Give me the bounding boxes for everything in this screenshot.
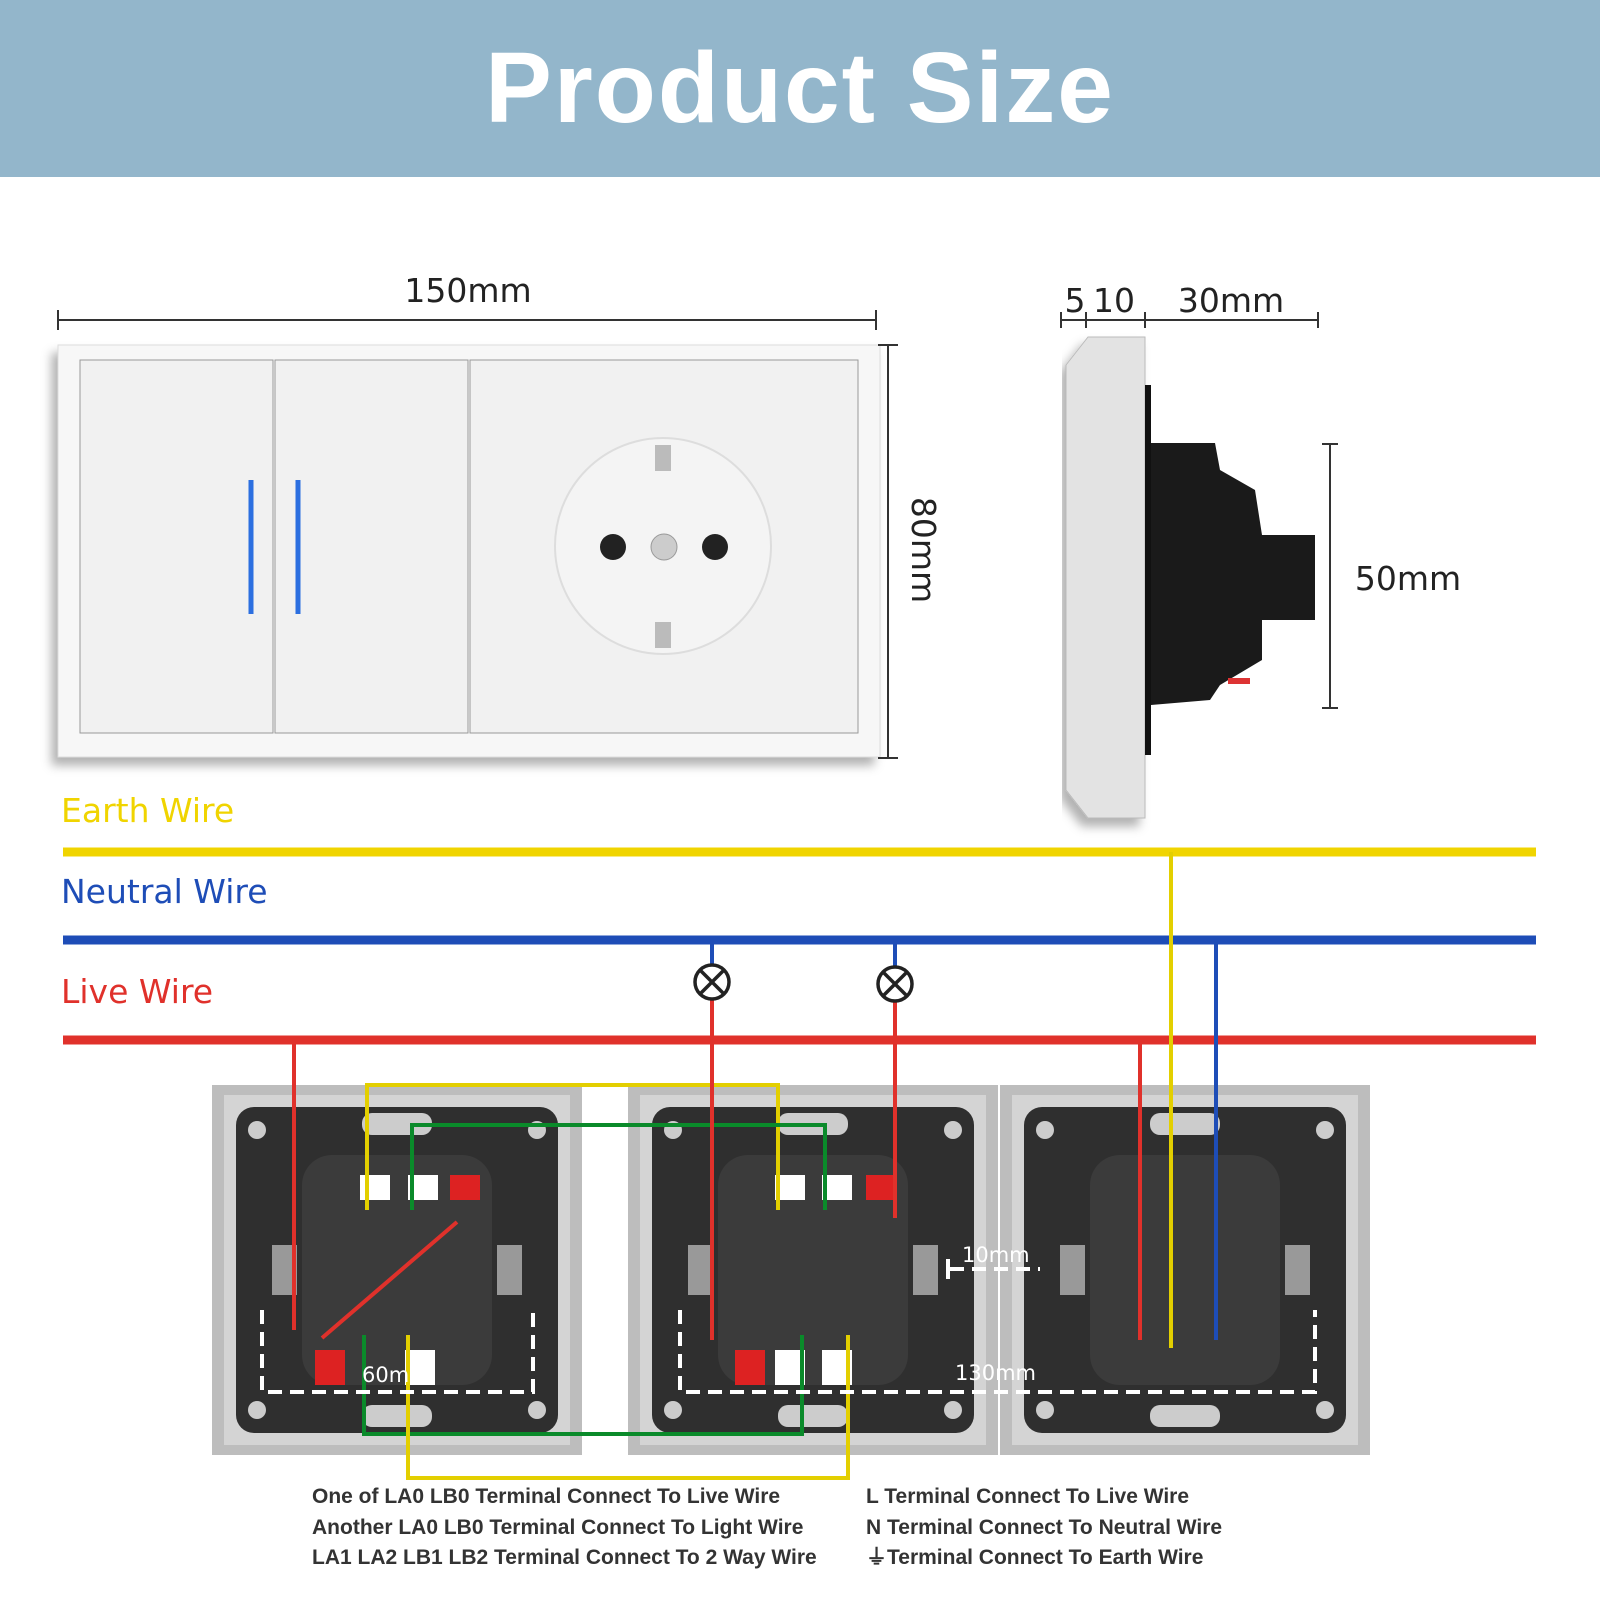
height-dimension: 80mm	[904, 497, 943, 603]
header-banner: Product Size	[0, 0, 1600, 177]
side-depth-dimension: 30mm	[1178, 281, 1284, 320]
neutral-wire-label: Neutral Wire	[61, 872, 268, 911]
page-title: Product Size	[485, 32, 1115, 144]
side-frame-dimension: 10	[1093, 281, 1135, 320]
side-height-dimension: 50mm	[1355, 559, 1461, 598]
module-gap-dimension: 10mm	[962, 1243, 1030, 1267]
side-plate-dimension: 5	[1065, 281, 1086, 320]
note-line: N Terminal Connect To Neutral Wire	[866, 1515, 1223, 1539]
switch-rocker-left	[79, 359, 274, 734]
live-wire-label: Live Wire	[61, 972, 213, 1011]
switch-module-back-left	[212, 1085, 582, 1455]
width-dimension: 150mm	[404, 271, 531, 310]
socket-wiring-notes: L Terminal Connect To Live Wire N Termin…	[866, 1482, 1222, 1574]
switch-rocker-right	[274, 359, 469, 734]
side-view: 5 10 30mm 50mm	[1060, 281, 1461, 819]
wiring-connections	[292, 852, 1218, 1480]
switch-wiring-notes: One of LA0 LB0 Terminal Connect To Live …	[312, 1482, 817, 1574]
note-line: One of LA0 LB0 Terminal Connect To Live …	[312, 1485, 781, 1508]
note-line: L Terminal Connect To Live Wire	[866, 1485, 1190, 1508]
earth-symbol-icon: ⏚	[866, 1546, 887, 1569]
lamp-icon	[876, 965, 914, 1003]
note-line: Terminal Connect To Earth Wire	[887, 1546, 1204, 1569]
module-inner-dimension: 60mm	[362, 1363, 430, 1387]
socket-module-back	[1000, 1085, 1370, 1455]
earth-wire-label: Earth Wire	[61, 791, 234, 830]
switch-module-back-right	[628, 1085, 998, 1455]
front-view: 150mm 80mm	[57, 271, 943, 759]
lamp-icon	[693, 963, 731, 1001]
note-line: Another LA0 LB0 Terminal Connect To Ligh…	[312, 1515, 804, 1539]
note-line: LA1 LA2 LB1 LB2 Terminal Connect To 2 Wa…	[312, 1546, 817, 1569]
module-span-dimension: 130mm	[955, 1361, 1036, 1385]
